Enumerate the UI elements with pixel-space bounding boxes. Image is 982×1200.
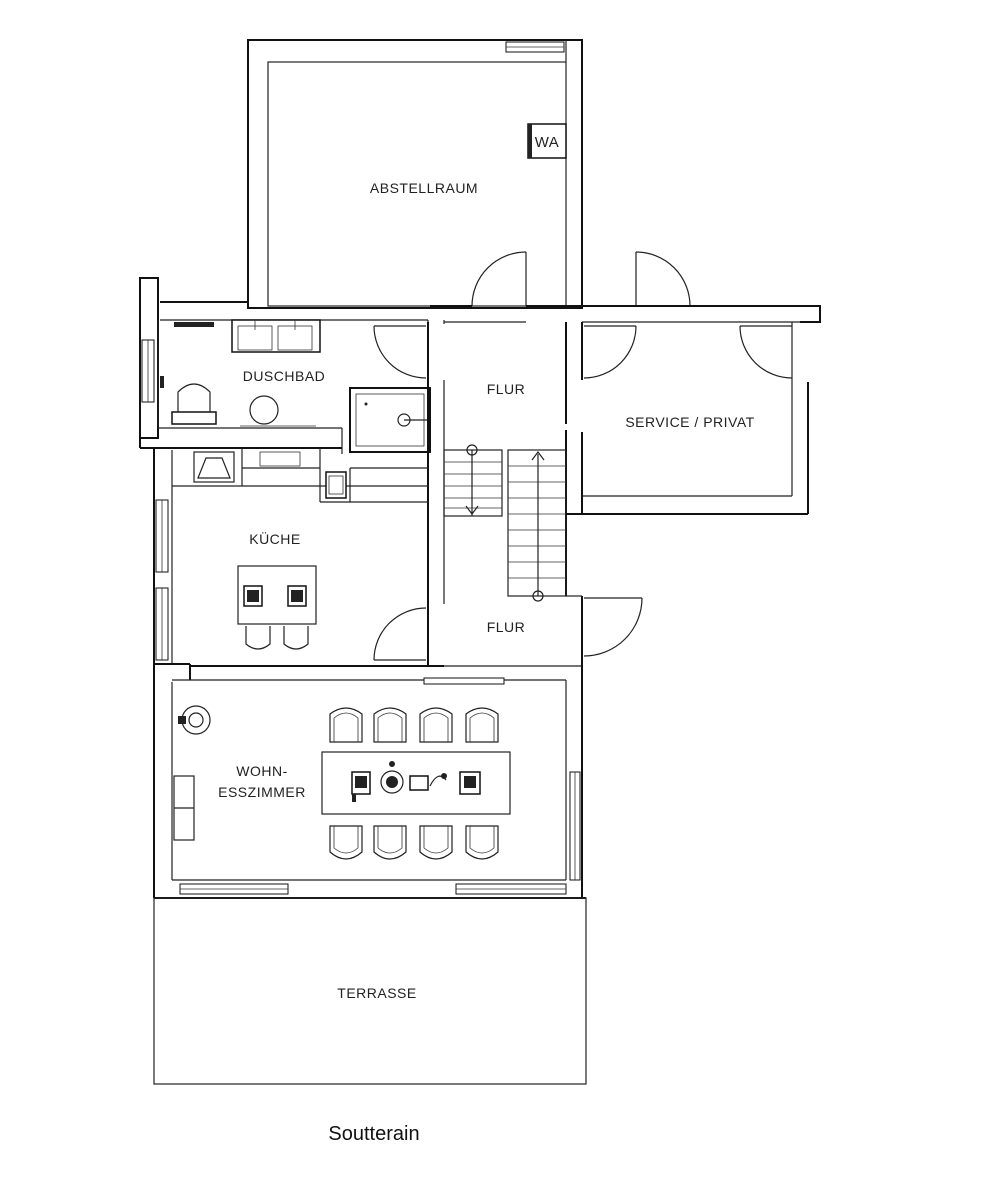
plan-caption: Soutterain (328, 1123, 419, 1145)
label-abstellraum: ABSTELLRAUM (370, 180, 478, 196)
shower-bathroom (139, 277, 431, 454)
bar-stool-icon (245, 626, 309, 650)
label-terrasse: TERRASSE (337, 985, 416, 1001)
living-dining-room (153, 663, 586, 899)
label-service: SERVICE / PRIVAT (625, 414, 754, 430)
toilet-icon (171, 383, 217, 425)
terrace (153, 897, 587, 1085)
dining-chairs-top (329, 707, 499, 743)
service-room (566, 322, 809, 515)
dining-chairs-bottom (329, 825, 499, 860)
label-flur-upper: FLUR (487, 381, 526, 397)
storage-room (247, 39, 583, 309)
kitchen-island-icon (237, 565, 317, 625)
storage-door (471, 251, 691, 307)
lower-hallway (444, 597, 643, 667)
dining-table-icon (321, 751, 511, 815)
label-esszimmer: ESSZIMMER (218, 784, 306, 800)
label-wa: WA (535, 134, 560, 151)
label-kueche: KÜCHE (249, 530, 301, 547)
fridge-icon (325, 471, 347, 499)
hallway-walls (427, 322, 583, 666)
range-hood-icon (193, 451, 235, 483)
label-duschbad: DUSCHBAD (243, 368, 326, 384)
washbasin-icon (249, 395, 279, 425)
upper-wall-band (160, 301, 821, 324)
label-wohn: WOHN- (236, 763, 288, 779)
label-flur-lower: FLUR (487, 619, 526, 635)
shower-icon (349, 387, 431, 453)
kitchen (153, 448, 428, 664)
stove-icon (178, 705, 211, 735)
kitchen-sink-icon (259, 451, 301, 467)
staircase (443, 444, 567, 602)
double-sink-icon (231, 319, 321, 353)
washing-machine-icon (527, 123, 567, 159)
